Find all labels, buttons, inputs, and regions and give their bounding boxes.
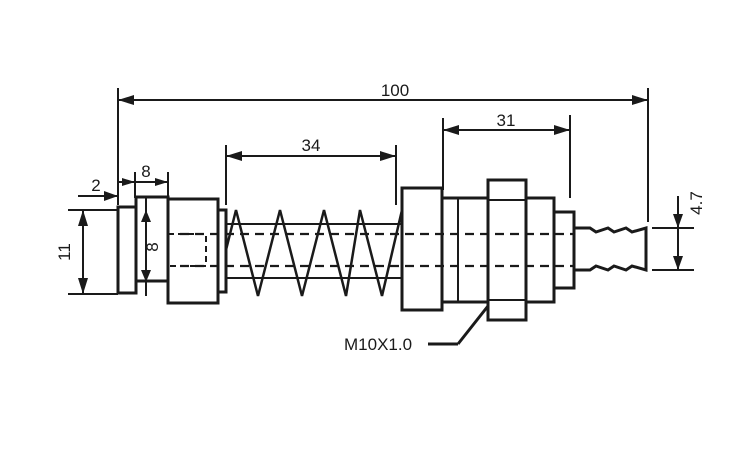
arrow-left: [118, 95, 134, 105]
inner-pin-hidden: [167, 233, 207, 267]
arrow-head-left: [122, 178, 135, 186]
arrow-head-right: [155, 178, 168, 186]
rear-collar: [552, 210, 576, 290]
plunger-assembly: [116, 178, 648, 322]
arrow-spring-right: [380, 151, 396, 161]
thread-callout: M10X1.0: [344, 305, 490, 354]
spring-coil: [224, 209, 404, 297]
arrow-right: [632, 95, 648, 105]
collar: [166, 197, 220, 305]
arrow-inner-bottom: [141, 270, 151, 282]
arrow-thread-right: [554, 125, 570, 135]
arrow-tip-top: [673, 214, 683, 228]
label-thread-length: 31: [497, 111, 516, 130]
body-flange: [400, 186, 444, 312]
label-overall-length: 100: [381, 81, 409, 100]
arrow-thread-left: [443, 125, 459, 135]
label-spring-length: 34: [302, 136, 321, 155]
label-inner-diameter: 8: [143, 242, 162, 251]
arrow-diameter-bottom: [78, 278, 88, 294]
head-cap: [116, 205, 138, 295]
spring-length-dimension: 34: [225, 136, 397, 205]
arrow-spring-left: [226, 151, 242, 161]
arrow-offset: [104, 191, 118, 201]
head-diameter-dimension: 11: [55, 209, 118, 295]
thread-length-dimension: 31: [442, 111, 571, 198]
label-tip-diameter: 4.7: [687, 191, 706, 215]
spring-seat: [216, 208, 228, 294]
head-offset-dimension: 2: [78, 176, 118, 201]
label-head-offset: 2: [91, 176, 100, 195]
tip-diameter-dimension: 4.7: [652, 191, 706, 271]
arrow-tip-bottom: [673, 256, 683, 270]
label-thread-callout: M10X1.0: [344, 335, 412, 354]
arrow-inner-top: [141, 210, 151, 222]
inner-diameter-dimension: 8: [141, 196, 162, 296]
arrow-diameter-top: [78, 210, 88, 226]
head-width-dimension: 8: [118, 162, 169, 198]
label-head-width: 8: [141, 162, 150, 181]
leader-diagonal: [456, 305, 490, 345]
hex-nut: [486, 178, 528, 322]
label-head-diameter: 11: [55, 243, 74, 261]
overall-length-dimension: 100: [117, 81, 649, 222]
head-stem: [134, 195, 170, 283]
barbed-tip: [572, 226, 648, 272]
